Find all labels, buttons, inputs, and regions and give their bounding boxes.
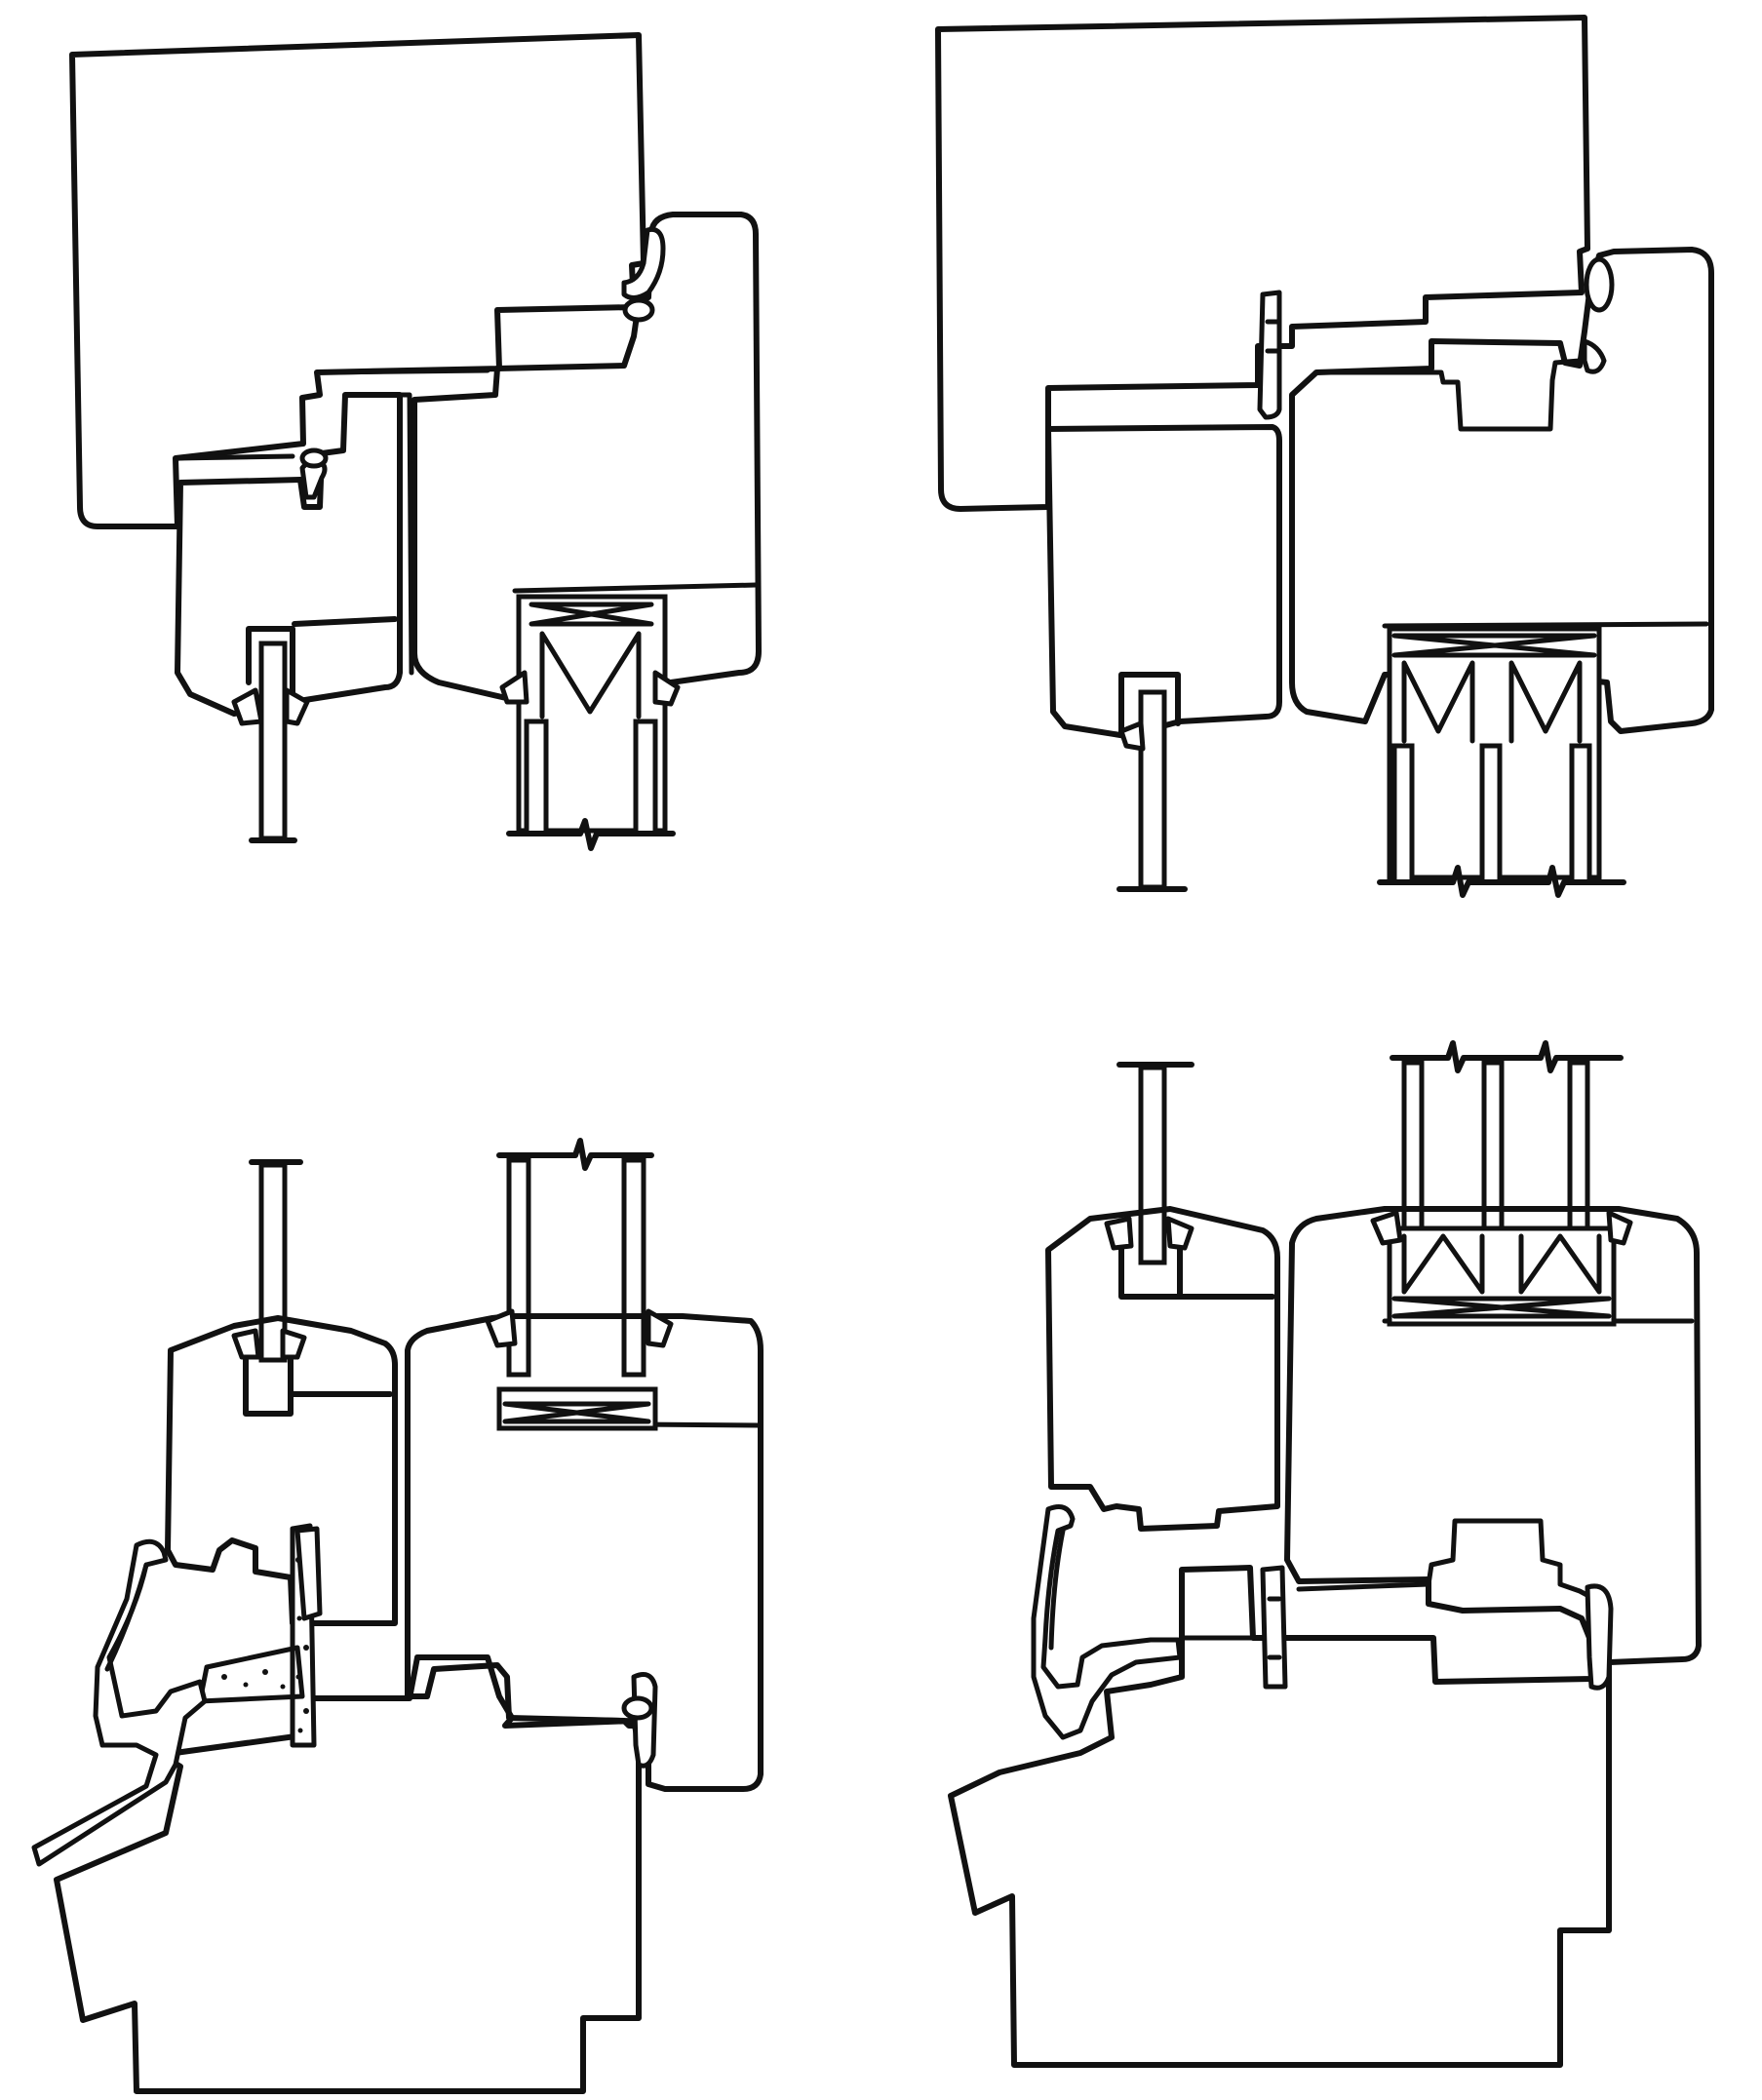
weather-seal-left — [1260, 1565, 1288, 1690]
sash-right — [1284, 1206, 1702, 1665]
spacer-vs-2 — [1508, 660, 1583, 744]
sash-left — [1045, 1206, 1280, 1532]
spacer-vs-2 — [1518, 1233, 1602, 1295]
frame-tee — [397, 392, 414, 676]
sash-left — [165, 1315, 398, 1626]
sash-right — [405, 1313, 764, 1792]
weather-seal-top — [621, 226, 666, 300]
panel-top-right — [935, 15, 1714, 898]
glazing-seal-left — [231, 687, 310, 726]
glass-pane-3 — [1569, 743, 1592, 885]
stipple-texture — [221, 1557, 309, 1733]
seal-bulb-right — [621, 1695, 654, 1721]
seal-bulb-mid — [299, 447, 329, 469]
panel-bottom-left — [31, 1138, 764, 2094]
drip-inner-line — [104, 1562, 149, 1672]
sash-head-profile — [1313, 358, 1583, 432]
weather-seal-left-detail — [1265, 319, 1280, 354]
frame-outline — [69, 32, 646, 529]
glazing-seal-left — [231, 1328, 307, 1360]
spacer-vs — [539, 631, 642, 719]
drip-inner-line — [1048, 1528, 1066, 1651]
glazing-seal-left — [1104, 1216, 1194, 1251]
glass-left-pane — [258, 1162, 288, 1363]
drip-profile — [31, 1538, 208, 1867]
panel-bottom-right — [948, 1040, 1702, 2068]
spacer-vs-1 — [1401, 1233, 1485, 1295]
glass-triple-top — [1390, 1040, 1624, 1073]
spacer-vs-1 — [1401, 660, 1475, 744]
glazing-seal-right — [1370, 1210, 1633, 1246]
sash-right-inner-line — [512, 582, 759, 594]
glass-pane-1 — [1391, 743, 1415, 885]
spacer-x — [1391, 1296, 1612, 1319]
glass-left-pane — [258, 641, 288, 841]
glass-pane-2 — [1479, 743, 1503, 885]
drip-profile — [1031, 1504, 1183, 1740]
glazing-seal-right — [485, 1308, 674, 1348]
sash-left-bead — [1118, 1240, 1275, 1300]
spacer-x — [529, 602, 654, 627]
glass-right-pane-2 — [621, 1157, 646, 1378]
glass-right-pane-1 — [524, 719, 549, 836]
spacer-x — [1391, 633, 1597, 658]
weather-seal-right — [1585, 1583, 1614, 1691]
spacer-x — [502, 1401, 651, 1424]
sash-left — [1045, 424, 1282, 739]
glass-left-bead — [1118, 672, 1181, 736]
sash-seal-upstand — [294, 1526, 323, 1621]
sash-sill-profile — [1296, 1518, 1597, 1602]
panel-top-left — [69, 32, 762, 851]
glass-left-pane — [1138, 1065, 1167, 1265]
glass-left-bead — [246, 616, 398, 700]
glass-foot — [1377, 865, 1626, 898]
frame-sill — [948, 1565, 1612, 2068]
frame-outline — [935, 15, 1590, 512]
frame-sill — [54, 1654, 642, 2094]
frame-sill-step — [509, 1715, 642, 1724]
glazing-seal-left — [1118, 720, 1146, 752]
sash-inner-line — [1382, 621, 1709, 629]
glass-right-pane-2 — [633, 719, 658, 836]
glazing-seal-right — [499, 670, 681, 707]
glass-right-top — [496, 1138, 654, 1171]
weather-seal-left — [1257, 290, 1282, 420]
weather-seal-left-detail — [1267, 1596, 1282, 1660]
glass-left-pane — [1138, 689, 1167, 890]
seal-bulb-top — [622, 297, 655, 323]
seal-bulb-right — [1584, 256, 1615, 313]
sash-left-bead — [243, 1357, 393, 1417]
frame-rebate — [175, 304, 627, 461]
weather-seal-right — [1582, 338, 1607, 374]
glass-right-foot — [506, 818, 676, 851]
